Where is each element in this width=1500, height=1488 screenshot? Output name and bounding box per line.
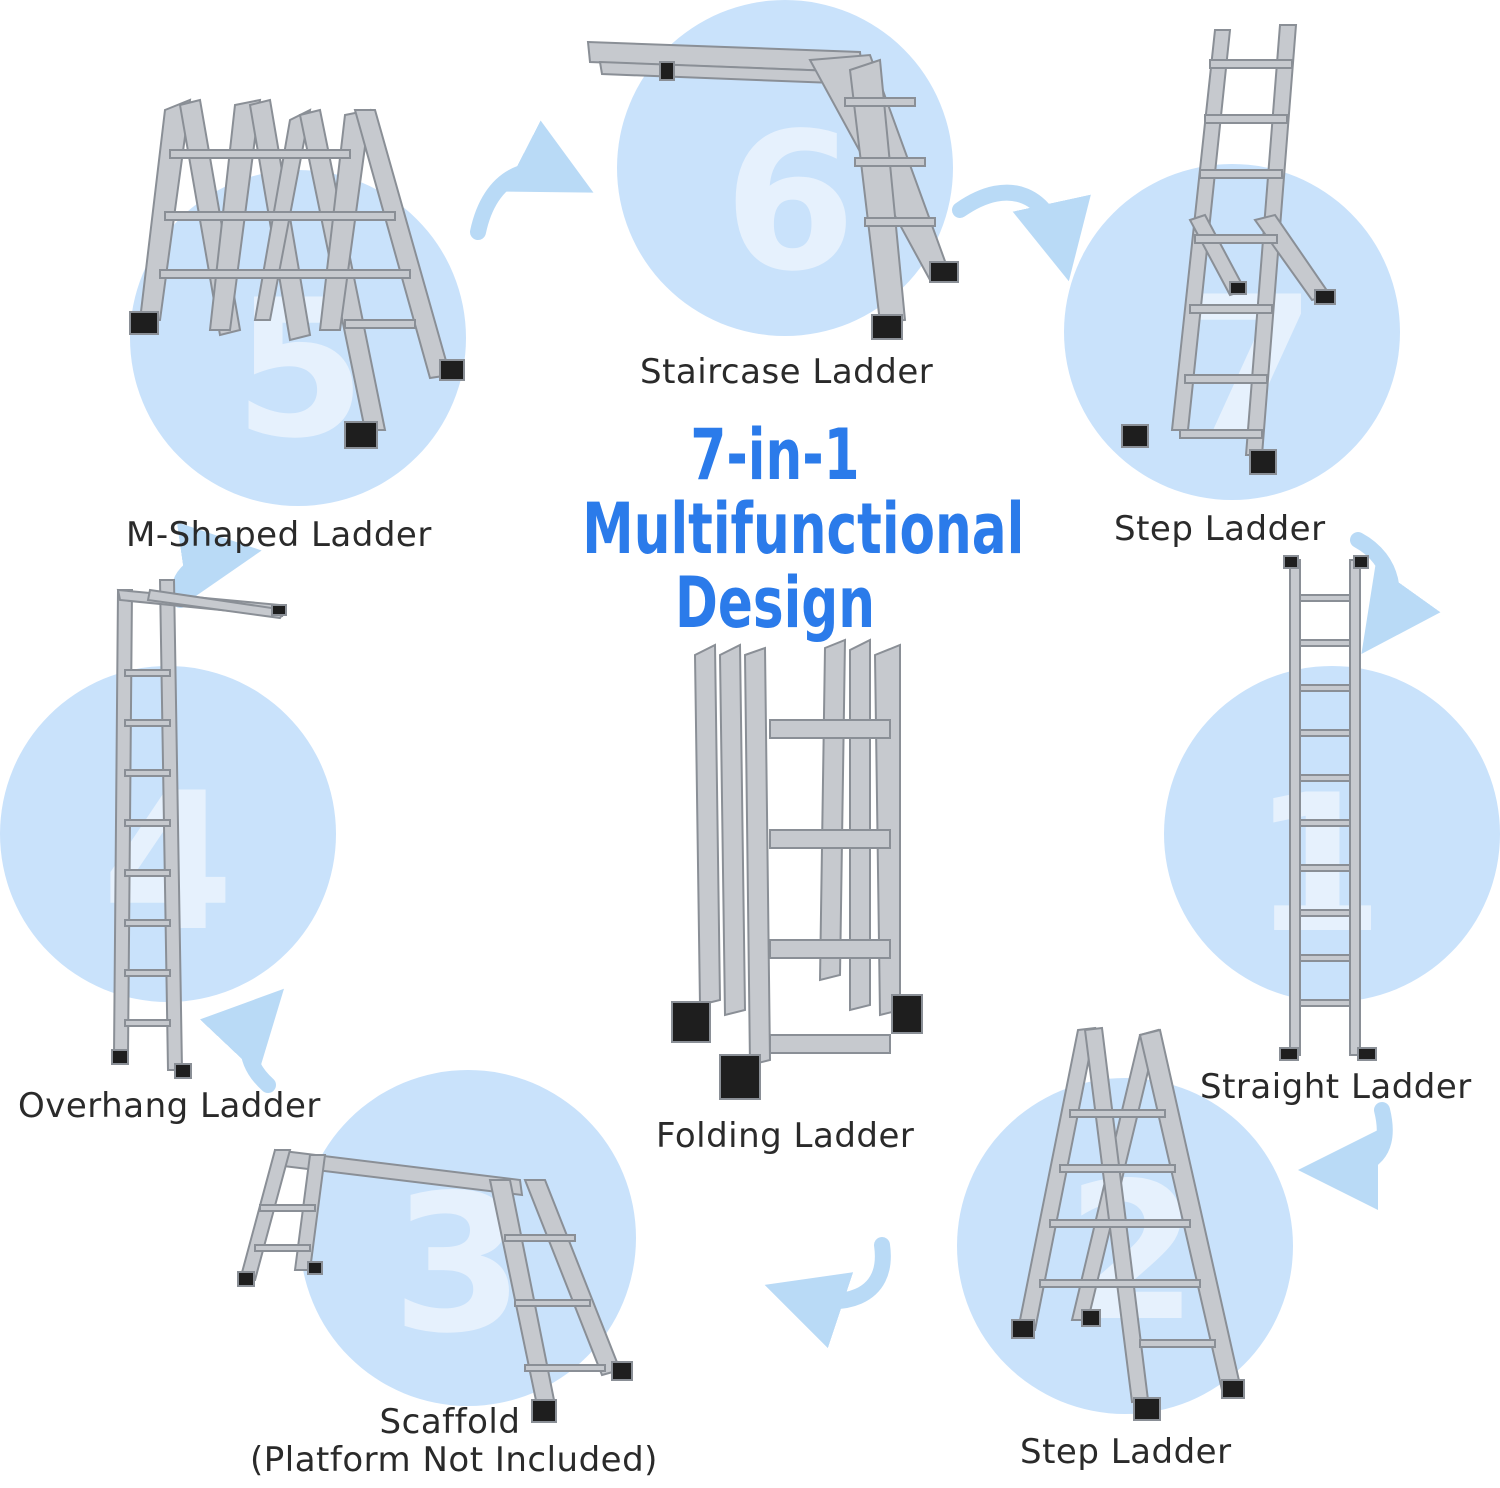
label-step-ladder-bottom: Step Ladder: [1020, 1432, 1232, 1472]
straight-ladder-illustration: [1279, 555, 1377, 1061]
step-ladder-top-right-illustration: [1121, 24, 1336, 475]
label-straight-ladder: Straight Ladder: [1200, 1067, 1472, 1107]
headline: 7-in-1 Multifunctional Design: [540, 414, 1025, 644]
scaffold-illustration: [237, 1148, 633, 1423]
label-folding-ladder: Folding Ladder: [656, 1116, 915, 1156]
m-shaped-ladder-illustration: [129, 98, 465, 449]
flow-arrow-2-to-3: [764, 1237, 891, 1349]
mode-circle-1: [1164, 666, 1500, 1002]
flow-arrow-6-to-7: [952, 184, 1091, 282]
headline-line-2: Multifunctional: [582, 488, 1025, 570]
headline-line-3: Design: [674, 562, 876, 644]
mode-circle-7: [1064, 164, 1400, 500]
label-scaffold: Scaffold (Platform Not Included): [250, 1402, 658, 1480]
flow-arrow-4-to-5: [171, 522, 262, 608]
overhang-ladder-illustration: [111, 579, 287, 1079]
label-m-shaped-ladder: M-Shaped Ladder: [126, 515, 432, 555]
mode-number-6: 6: [724, 92, 856, 313]
mode-circle-3: [300, 1070, 636, 1406]
label-scaffold-note: (Platform Not Included): [250, 1440, 658, 1480]
label-overhang-ladder: Overhang Ladder: [18, 1086, 321, 1126]
flow-arrow-3-to-4: [199, 988, 284, 1093]
label-step-ladder-top: Step Ladder: [1114, 509, 1326, 549]
folding-ladder-illustration: [671, 638, 923, 1100]
flow-arrow-5-to-6: [470, 120, 594, 240]
flow-arrow-1-to-2: [1298, 1102, 1393, 1210]
flow-arrow-7-to-1: [1350, 532, 1441, 655]
headline-line-1: 7-in-1: [690, 414, 860, 496]
step-ladder-bottom-right-illustration: [1011, 1026, 1245, 1421]
staircase-ladder-illustration: [586, 40, 959, 340]
label-staircase-ladder: Staircase Ladder: [640, 352, 934, 392]
label-scaffold-title: Scaffold: [379, 1402, 521, 1442]
